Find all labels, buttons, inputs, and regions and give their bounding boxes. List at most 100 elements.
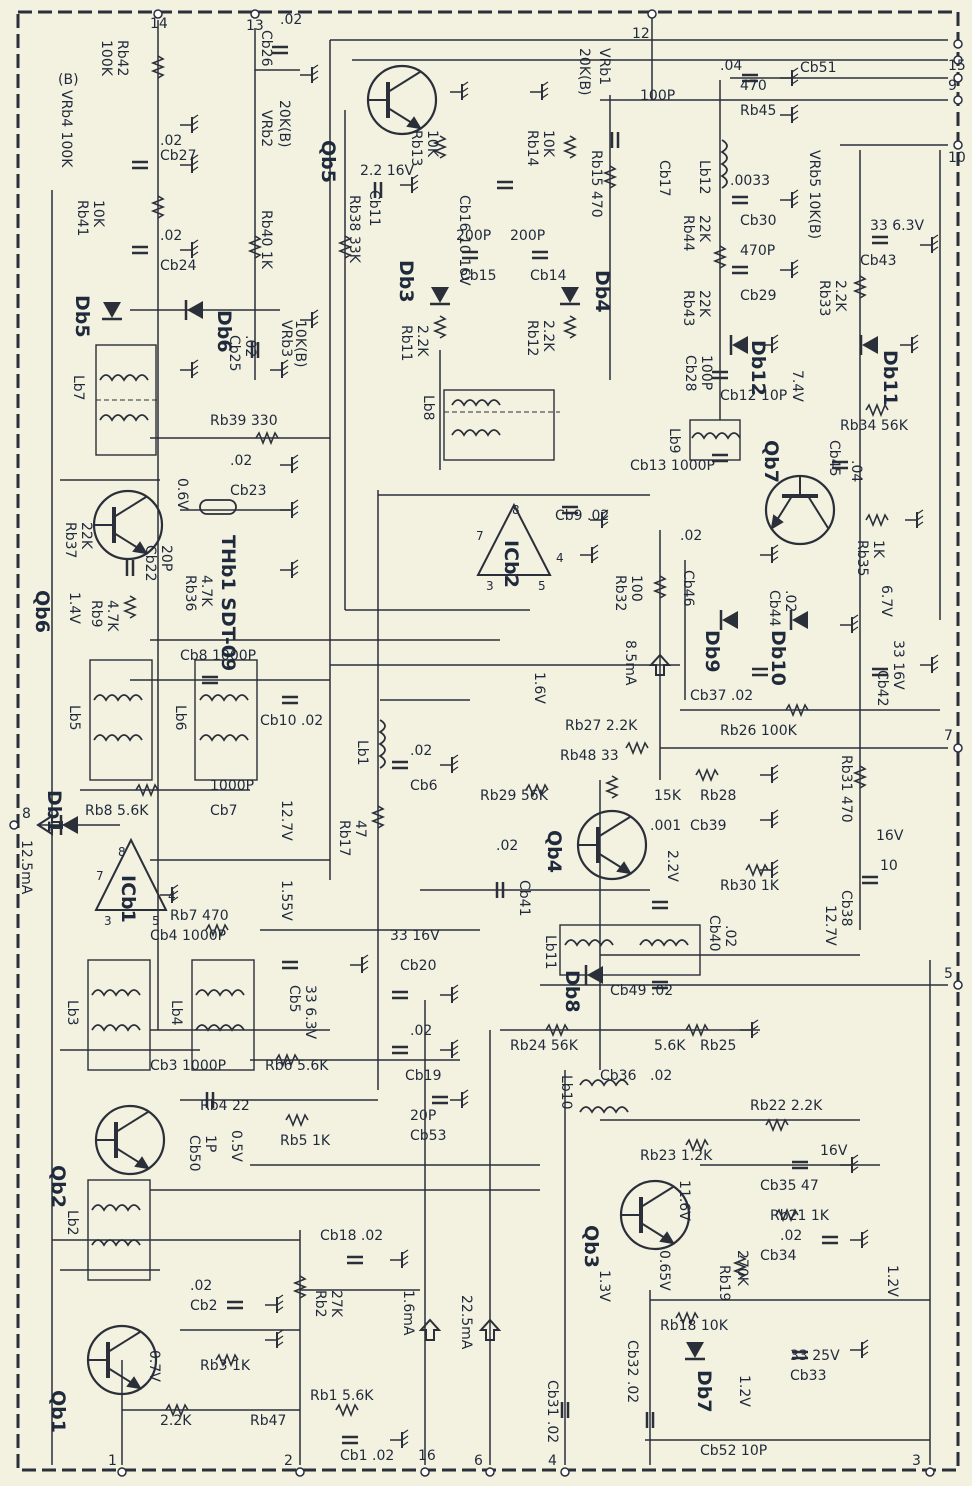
label-resistors-rb42: Rb42 — [114, 40, 130, 76]
label-voltages-4: 1.6V — [531, 672, 547, 704]
label-voltages-15: 1.2V — [884, 1265, 900, 1297]
label-resistors-rb23: Rb23 1.2K — [640, 1148, 713, 1164]
label-capacitors-cb8: Cb8 1000P — [180, 648, 256, 664]
label-resistors-rb1: Rb1 5.6K — [310, 1388, 374, 1404]
label-capacitors-cb22_val: 20P — [158, 545, 174, 571]
label-voltages-7: 2.2V — [664, 850, 680, 882]
coils: Lb7 Lb8 Lb9 Lb12 Lb5 Lb6 Lb1 Lb3 Lb4 Lb2 — [64, 139, 741, 1281]
svg-text:5: 5 — [538, 579, 546, 593]
label-capacitors-cb33_val: 33 25V — [790, 1348, 840, 1364]
db8-label: Db8 — [561, 970, 583, 1013]
label-capacitors-cb43_val: 33 6.3V — [870, 218, 925, 234]
label-capacitors-cb42: Cb42 — [874, 670, 890, 706]
db9-label: Db9 — [701, 630, 723, 673]
label-voltages-10: 11.6V — [676, 1180, 692, 1221]
db11-label: Db11 — [879, 350, 901, 406]
label-resistors-rb45_val: 470 — [740, 78, 767, 94]
label-voltages-14: 0.7V — [146, 1350, 162, 1382]
label-capacitors-cb11_val: 2.2 16V — [360, 163, 415, 179]
db10-label: Db10 — [767, 630, 789, 686]
terminal-10: 10 — [948, 150, 966, 166]
label-capacitors-cb23: Cb23 — [230, 483, 266, 499]
label-resistors-vrb4: VRb4 100K — [58, 90, 74, 168]
terminal-2: 2 — [284, 1453, 293, 1469]
label-resistors-rb37_val: 22K — [78, 522, 94, 550]
label-capacitors-cb52: Cb52 10P — [700, 1443, 767, 1459]
lb8-label: Lb8 — [420, 395, 436, 421]
current-labels: 8.5mA 12.5mA 1.6mA 22.5mA — [18, 640, 638, 1350]
label-resistors-rb13_val: 10K — [424, 130, 440, 158]
capacitor-labels: Cb26 .02 Cb27 .02 Cb24 .02 Cb25 .02 Cb23… — [142, 12, 925, 1464]
label-capacitors-cb44_val: .02 — [782, 590, 798, 612]
label-capacitors-cb33: Cb33 — [790, 1368, 826, 1384]
label-capacitors-cb1: Cb1 .02 — [340, 1448, 394, 1464]
label-voltages-13: 1.2V — [736, 1375, 752, 1407]
label-resistors-vrb2_val: 20K(B) — [276, 100, 292, 148]
svg-text:7: 7 — [96, 869, 104, 883]
label-resistors-rb25: Rb25 — [700, 1038, 736, 1054]
label-capacitors-cb2_val: .02 — [190, 1278, 212, 1294]
label-resistors-vrb3: VRb3 — [278, 320, 294, 357]
db6-label: Db6 — [213, 310, 235, 353]
label-capacitors-cb45_val: .04 — [848, 460, 864, 482]
label-resistors-vrb4_b: (B) — [58, 72, 79, 88]
qb2-label: Qb2 — [47, 1165, 69, 1208]
label-capacitors-cb51_val: .04 — [720, 58, 742, 74]
label-capacitors-cb29_val: 470P — [740, 243, 775, 259]
svg-text:3: 3 — [486, 579, 494, 593]
label-resistors-rb15: Rb15 470 — [588, 150, 604, 218]
label-resistors-rb27: Rb27 2.2K — [565, 718, 638, 734]
label-capacitors-cb45: Cb45 — [826, 440, 842, 476]
label-capacitors-cb22: Cb22 — [142, 545, 158, 581]
label-capacitors-cb10: Cb10 .02 — [260, 713, 323, 729]
qb1-label: Qb1 — [47, 1390, 69, 1433]
lb10-label: Lb10 — [558, 1075, 574, 1110]
lb5-label: Lb5 — [66, 705, 82, 731]
label-resistors-rb2: Rb2 — [312, 1290, 328, 1318]
label-resistors-rb43: Rb43 — [680, 290, 696, 326]
label-voltages-2: 7.4V — [789, 370, 805, 402]
label-resistors-rb41: Rb41 — [74, 200, 90, 236]
svg-text:8: 8 — [512, 503, 520, 517]
label-resistors-rb7: Rb7 470 — [170, 908, 229, 924]
resistor-labels: Rb42 100K VRb4 100K (B) Rb41 10K VRb2 20… — [58, 40, 909, 1429]
label-resistors-rb13: Rb13 — [408, 130, 424, 166]
lb3-label: Lb3 — [64, 1000, 80, 1026]
label-resistors-rb12_val: 2.2K — [540, 320, 556, 352]
label-capacitors-cb20: Cb20 — [400, 958, 436, 974]
label-resistors-rb12: Rb12 — [524, 320, 540, 356]
label-capacitors-cb34_val: .02 — [780, 1228, 802, 1244]
label-resistors-vrb2: VRb2 — [258, 110, 274, 147]
qb7-label: Qb7 — [760, 440, 782, 483]
transistors: Qb5 Qb6 Qb7 Qb4 Qb2 Qb3 Qb1 — [31, 64, 836, 1433]
label-resistors-rb11: Rb11 — [398, 325, 414, 361]
label-resistors-rb36_val: 4.7K — [198, 575, 214, 607]
lb4-label: Lb4 — [168, 1000, 184, 1026]
label-resistors-rb17_val: 47 — [352, 820, 368, 838]
qb4-label: Qb4 — [543, 830, 565, 873]
label-resistors-rb37: Rb37 — [62, 522, 78, 558]
label-capacitors-cb11: Cb11 — [366, 190, 382, 226]
label-voltages-8: 12.7V — [822, 905, 838, 946]
terminal-3: 3 — [912, 1453, 921, 1469]
svg-text:8: 8 — [118, 845, 126, 859]
label-capacitors-cb42_val: 33 16V — [890, 640, 906, 690]
label-capacitors-cb30: Cb30 — [740, 213, 776, 229]
label-resistors-rb44_val: 22K — [696, 215, 712, 243]
label-resistors-rb5: Rb5 1K — [280, 1133, 331, 1149]
label-capacitors-cb40: Cb40 — [706, 915, 722, 951]
svg-text:4: 4 — [556, 551, 564, 565]
label-capacitors-cb23_val: .02 — [230, 453, 252, 469]
label-capacitors-cb46: Cb46 — [680, 570, 696, 607]
label-capacitors-cb3: Cb3 1000P — [150, 1058, 226, 1074]
label-capacitors-cb36_val: .02 — [650, 1068, 672, 1084]
label-capacitors-cb50: Cb50 — [186, 1135, 202, 1171]
label-resistors-rb32_val: 100 — [628, 575, 644, 602]
label-resistors-rb4: Rb4 22 — [200, 1098, 250, 1114]
label-capacitors-cb6_val: .02 — [410, 743, 432, 759]
diodes: Db5 Db6 Db3 Db4 Db12 Db11 Db9 Db10 Db1 D… — [43, 260, 901, 1413]
label-resistors-vrb3_val: 10K(B) — [292, 320, 308, 368]
label-resistors-rb6: Rb6 5.6K — [265, 1058, 329, 1074]
label-capacitors-cb29: Cb29 — [740, 288, 776, 304]
